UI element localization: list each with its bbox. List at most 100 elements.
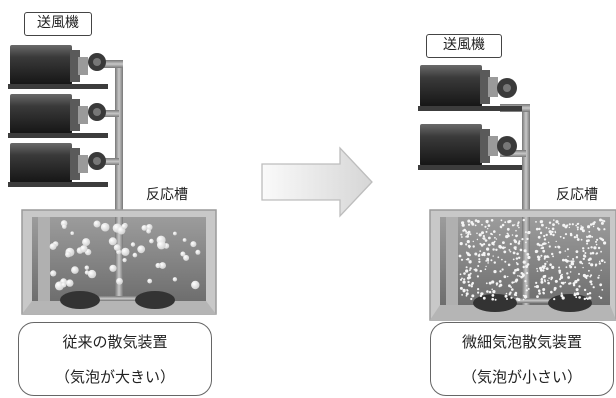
bubble xyxy=(459,278,463,281)
bubble xyxy=(583,255,587,258)
left-blowers xyxy=(8,45,108,187)
bubble xyxy=(462,289,466,293)
bubble xyxy=(589,223,593,226)
right-blowers xyxy=(418,65,522,170)
bubble xyxy=(481,253,484,257)
bubble xyxy=(141,225,148,231)
bubble xyxy=(543,265,546,268)
right-caption-note: （気泡が小さい） xyxy=(461,368,582,386)
bubble xyxy=(146,228,152,234)
bubble xyxy=(590,274,593,277)
bubble xyxy=(520,272,524,275)
bubble xyxy=(467,280,470,284)
bubble xyxy=(475,268,477,270)
bubble xyxy=(551,230,554,233)
bubble xyxy=(586,297,589,300)
bubble xyxy=(558,251,562,254)
bubble xyxy=(482,296,486,300)
bubble xyxy=(566,248,570,251)
bubble xyxy=(568,264,572,267)
bubble xyxy=(468,276,472,279)
bubble xyxy=(561,296,565,300)
bubble xyxy=(543,238,547,241)
bubble xyxy=(539,220,543,224)
bubble xyxy=(488,236,491,240)
bubble xyxy=(552,255,554,258)
bubble xyxy=(190,241,197,248)
bubble xyxy=(526,237,529,241)
bubble xyxy=(469,233,472,236)
bubble xyxy=(543,255,547,259)
bubble xyxy=(62,224,67,229)
bubble xyxy=(551,252,554,256)
bubble xyxy=(592,286,595,289)
bubble xyxy=(568,223,571,226)
bubble xyxy=(147,278,153,284)
bubble xyxy=(461,221,465,225)
bubbles-large xyxy=(49,220,201,291)
bubble xyxy=(575,280,578,283)
bubble xyxy=(100,222,110,232)
bubble xyxy=(526,263,530,266)
left-blower-label: 送風機 xyxy=(24,12,92,36)
bubble xyxy=(173,231,177,236)
bubble xyxy=(567,255,569,258)
bubble xyxy=(504,246,506,249)
bubble xyxy=(599,283,603,287)
bubble xyxy=(504,294,508,298)
bubble xyxy=(582,247,585,250)
bubble xyxy=(593,246,597,250)
bubble xyxy=(526,253,530,256)
bubble xyxy=(491,280,495,284)
bubble xyxy=(548,221,552,224)
left-caption-title: 従来の散気装置 xyxy=(62,333,168,351)
bubble xyxy=(508,219,512,223)
bubble xyxy=(501,268,504,271)
bubble xyxy=(495,282,499,285)
bubble xyxy=(576,278,580,282)
bubble xyxy=(80,245,88,253)
bubble xyxy=(470,297,473,301)
left-tank xyxy=(21,209,217,315)
bubble xyxy=(146,224,153,231)
bubble xyxy=(479,250,482,253)
bubble xyxy=(535,285,540,289)
bubble xyxy=(486,247,490,251)
bubble xyxy=(483,243,486,246)
bubble xyxy=(575,234,579,237)
bubble xyxy=(506,298,508,300)
bubble xyxy=(484,268,487,271)
bubble xyxy=(600,259,604,262)
bubble xyxy=(524,231,527,234)
bubble xyxy=(550,276,554,280)
bubble xyxy=(598,295,601,298)
bubble xyxy=(565,266,568,269)
bubble xyxy=(594,263,598,266)
bubble xyxy=(466,240,470,244)
bubble xyxy=(485,282,488,285)
bubble xyxy=(474,224,477,227)
bubble xyxy=(495,238,498,240)
bubble xyxy=(586,242,589,245)
bubble xyxy=(137,245,146,254)
bubble xyxy=(555,220,559,224)
bubble xyxy=(569,260,571,263)
bubble xyxy=(598,260,601,263)
bubble xyxy=(525,265,529,268)
bubble xyxy=(501,246,505,250)
bubble xyxy=(71,266,79,274)
diffuser-left xyxy=(473,294,517,312)
bubble xyxy=(482,235,485,238)
bubble xyxy=(589,280,593,284)
bubble xyxy=(501,258,503,261)
bubble xyxy=(481,223,483,226)
bubble xyxy=(157,240,166,250)
bubble xyxy=(600,221,604,225)
bubble xyxy=(54,281,64,291)
bubble xyxy=(524,296,527,299)
bubble xyxy=(499,225,503,229)
bubble xyxy=(569,271,572,273)
bubble xyxy=(491,233,494,236)
bubble xyxy=(561,281,565,285)
